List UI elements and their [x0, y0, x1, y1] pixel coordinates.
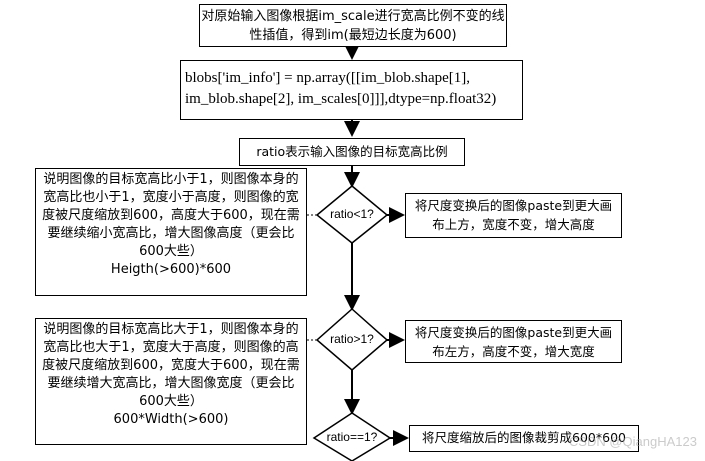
- note1-box: 说明图像的目标宽高比小于1，则图像本身的宽高比也小于1，宽度小于高度，则图像的宽…: [35, 168, 307, 296]
- action3-text: 将尺度缩放后的图像裁剪成600*600: [422, 430, 626, 445]
- decision1-label: ratio<1?: [330, 207, 374, 221]
- action3-box: 将尺度缩放后的图像裁剪成600*600: [409, 425, 639, 452]
- step2-text: blobs['im_info'] = np.array([[im_blob.sh…: [185, 70, 497, 107]
- step1-text: 对原始输入图像根据im_scale进行宽高比例不变的线性插值，得到im(最短边长…: [201, 9, 505, 43]
- note2-box: 说明图像的目标宽高比大于1，则图像本身的宽高比也大于1，宽度大于高度，则图像的高…: [35, 318, 307, 445]
- step3-text: ratio表示输入图像的目标宽高比例: [256, 144, 448, 159]
- step3-box: ratio表示输入图像的目标宽高比例: [239, 138, 465, 166]
- action2-text: 将尺度变换后的图像paste到更大画布左方，高度不变，增大宽度: [414, 325, 613, 359]
- step1-box: 对原始输入图像根据im_scale进行宽高比例不变的线性插值，得到im(最短边长…: [199, 4, 507, 47]
- action2-box: 将尺度变换后的图像paste到更大画布左方，高度不变，增大宽度: [405, 320, 622, 363]
- note1-formula: Heigth(>600)*600: [110, 262, 232, 277]
- step2-box: blobs['im_info'] = np.array([[im_blob.sh…: [180, 60, 523, 120]
- note1-text: 说明图像的目标宽高比小于1，则图像本身的宽高比也小于1，宽度小于高度，则图像的宽…: [42, 172, 300, 259]
- decision3-shape: [312, 412, 392, 461]
- action1-text: 将尺度变换后的图像paste到更大画布上方，宽度不变，增大高度: [414, 198, 613, 232]
- note2-formula: 600*Width(>600): [113, 412, 229, 427]
- decision1-shape: [315, 185, 389, 244]
- decision2-label: ratio>1?: [330, 332, 374, 346]
- decision2-shape: [315, 307, 389, 371]
- decision3-label: ratio==1?: [326, 430, 378, 444]
- action1-box: 将尺度变换后的图像paste到更大画布上方，宽度不变，增大高度: [405, 193, 622, 238]
- note2-text: 说明图像的目标宽高比大于1，则图像本身的宽高比也大于1，宽度大于高度，则图像的高…: [42, 322, 300, 409]
- watermark: CSDN @QiangHA123: [568, 434, 697, 449]
